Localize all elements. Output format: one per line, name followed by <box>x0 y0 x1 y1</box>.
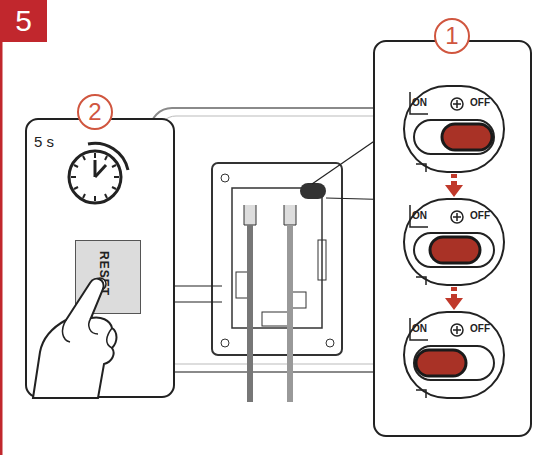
step-number-box: 5 <box>0 0 47 42</box>
switch-off-label: OFF <box>470 211 490 221</box>
switch-off-label: OFF <box>470 324 490 334</box>
button-label: RESET <box>98 251 110 296</box>
switch-on-label: ON <box>412 211 427 221</box>
switch-view: ON OFF <box>402 84 506 174</box>
step-number: 5 <box>0 6 47 36</box>
switch-on-label: ON <box>412 98 427 108</box>
reset-button: RESET <box>75 240 141 314</box>
switch-view: ON OFF <box>402 197 506 287</box>
zoom-panel: 1ONOFFONOFFONOFF <box>373 40 532 437</box>
switch-view: ON OFF <box>402 310 506 400</box>
switch-on-label: ON <box>412 324 427 334</box>
duration-label: 5 s <box>34 134 54 149</box>
zoom-panel: 25 sRESET <box>25 118 175 398</box>
switch-off-label: OFF <box>470 98 490 108</box>
callout-number: 1 <box>434 18 470 54</box>
callout-number: 2 <box>77 94 113 130</box>
